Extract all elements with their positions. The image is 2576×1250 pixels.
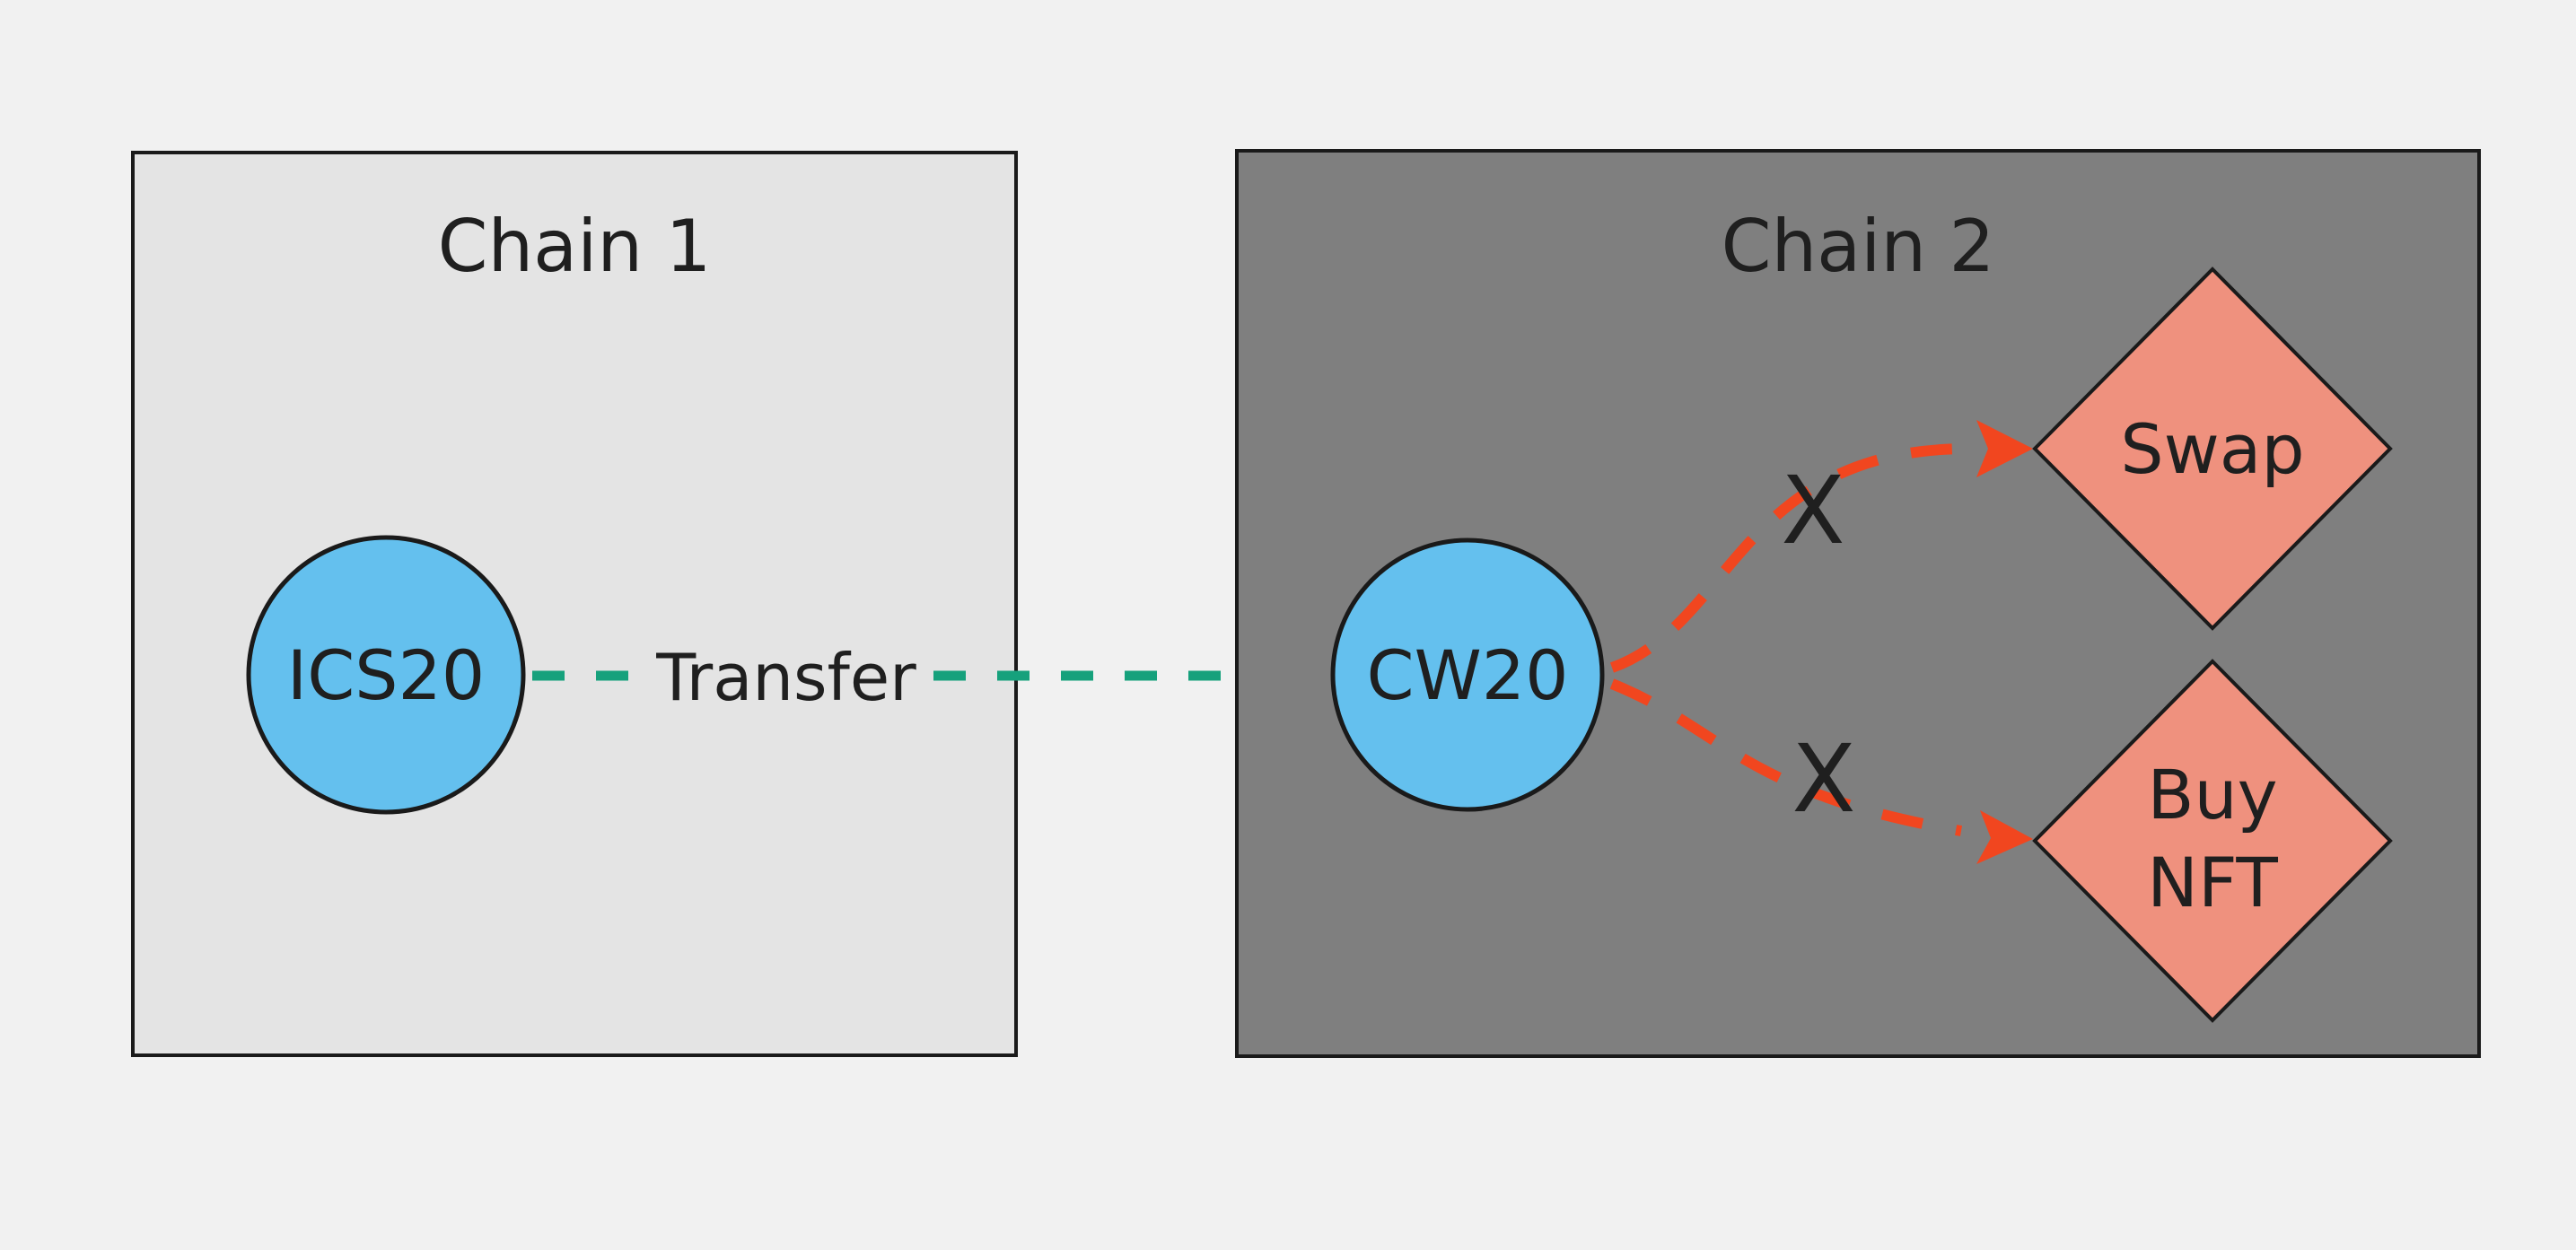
swap-arrow: [1609, 443, 1967, 673]
ics20-node: [246, 535, 526, 815]
buy-nft-label-line1: Buy: [2147, 755, 2277, 835]
swap-arrowhead-icon: [1976, 420, 2033, 477]
cw20-label: CW20: [1367, 635, 1569, 715]
buy-nft-blocked-x-icon: X: [1792, 724, 1855, 834]
buy-nft-arrow: [1609, 678, 1963, 836]
buy-nft-label-line2: NFT: [2147, 843, 2278, 922]
ics20-label: ICS20: [287, 635, 485, 715]
swap-diamond: [2032, 267, 2393, 631]
cw20-node: [1330, 538, 1605, 812]
transfer-label: Transfer: [655, 640, 916, 715]
swap-label: Swap: [2120, 409, 2304, 489]
chain2-title: Chain 2: [1722, 205, 1995, 288]
buy-nft-diamond: [2032, 659, 2393, 1023]
buy-nft-arrowhead-icon: [1976, 810, 2033, 864]
swap-blocked-x-icon: X: [1781, 456, 1844, 565]
chain1-title: Chain 1: [438, 205, 712, 288]
